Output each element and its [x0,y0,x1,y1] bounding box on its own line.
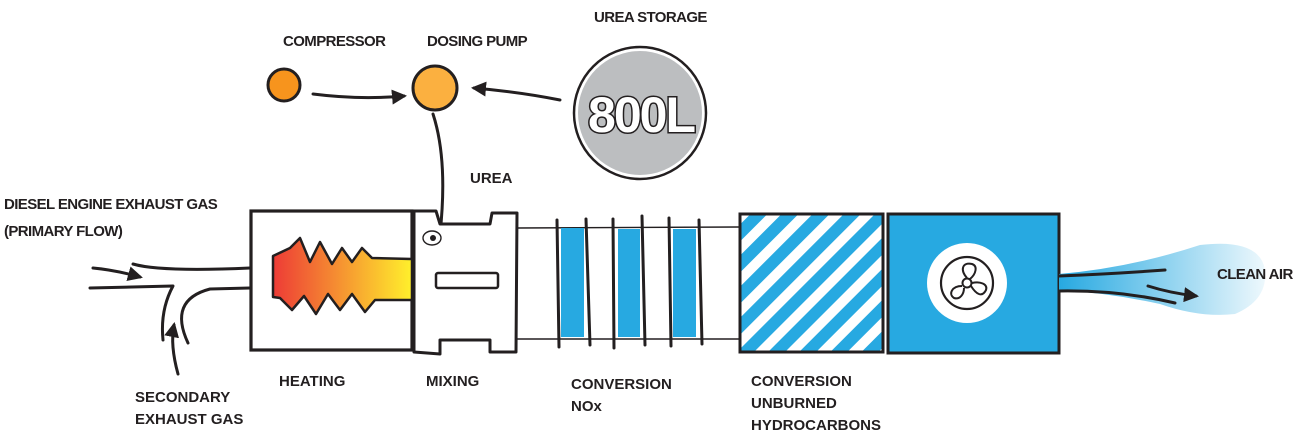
catalyst-band-1 [561,228,584,337]
outlet-pipe-bottom [1057,289,1177,305]
storage-to-pump-arrow [471,81,562,102]
nozzle-dot [430,235,436,241]
catalyst-band-2 [618,229,640,337]
urea-storage-label: UREA STORAGE [594,9,707,26]
fan-icon [939,255,995,311]
hc-label-2: UNBURNED [751,395,837,412]
stage-mixing: MIXING [412,209,519,390]
mixing-label: MIXING [426,373,479,390]
primary-flow-label-2: (PRIMARY FLOW) [4,223,123,240]
compressor-icon [266,67,302,103]
stage-heating: HEATING [249,209,414,390]
primary-pipe-bottom [88,284,175,342]
primary-flow-arrow [91,266,143,281]
compressor: COMPRESSOR [266,33,387,103]
clean-air-plume [1059,243,1266,315]
outlet: CLEAN AIR [1057,243,1293,315]
secondary-flow-label-2: EXHAUST GAS [135,411,243,428]
stage-conversion-hc: CONVERSION UNBURNED HYDROCARBONS [738,212,885,434]
flame-icon [271,236,414,316]
nozzle-icon [422,230,442,246]
secondary-pipe-top [180,286,252,345]
clean-air-arrow [1146,284,1199,303]
heating-label: HEATING [279,373,345,390]
nox-label-1: CONVERSION [571,376,672,393]
catalyst-band-3 [673,229,696,337]
clean-air-label: CLEAN AIR [1217,266,1293,283]
mixing-slot [434,271,500,290]
stage-conversion-nox: CONVERSION NOx [516,214,741,415]
urea-tank-icon [578,51,702,175]
dosing-pump-icon [411,64,459,112]
hc-label-3: HYDROCARBONS [751,417,881,434]
fan-disc [927,243,1007,323]
urea-line-label: UREA [470,170,513,187]
stage-fan [886,212,1061,355]
urea-line [431,112,445,236]
compressor-label: COMPRESSOR [283,33,386,50]
primary-flow-label-1: DIESEL ENGINE EXHAUST GAS [4,196,218,213]
outlet-pipe-top [1057,268,1167,278]
nox-label-2: NOx [571,398,603,415]
compressor-to-pump-arrow [311,89,407,105]
dosing-pump: DOSING PUMP [411,33,528,112]
nox-pipe-top [516,226,741,229]
inlet-pipe [88,262,252,376]
urea-storage: UREA STORAGE 800L [572,9,708,181]
primary-pipe-top [131,262,252,271]
striped-filter [738,212,885,354]
secondary-flow-label-1: SECONDARY [135,389,230,406]
secondary-flow-arrow [164,322,180,376]
urea-capacity: 800L [588,87,694,143]
hc-label-1: CONVERSION [751,373,852,390]
dosing-pump-label: DOSING PUMP [427,33,528,50]
catalyst-rings [555,214,704,350]
